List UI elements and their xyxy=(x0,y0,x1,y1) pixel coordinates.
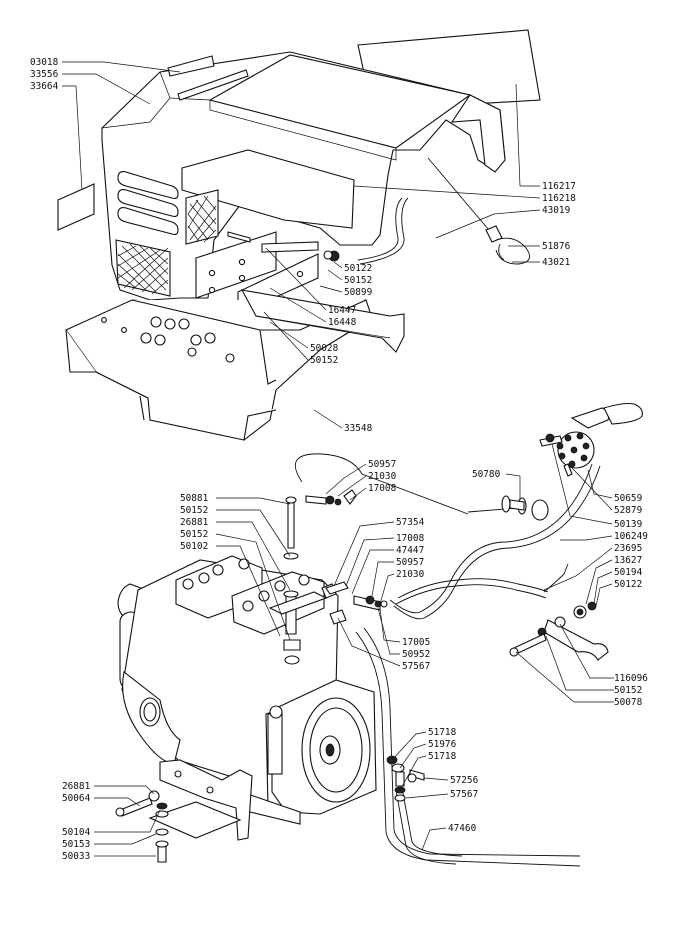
cable-clip xyxy=(427,157,531,265)
cable-end-top xyxy=(305,489,357,506)
label-50659: 50659 xyxy=(614,493,643,504)
label-50102: 50102 xyxy=(180,541,208,552)
label-51976: 51976 xyxy=(428,739,457,750)
control-cables xyxy=(294,453,601,867)
label-50957-top: 50957 xyxy=(368,459,396,470)
label-50122-top: 50122 xyxy=(344,263,372,274)
label-50780: 50780 xyxy=(472,469,501,480)
label-50104: 50104 xyxy=(62,827,91,838)
label-57354: 57354 xyxy=(396,517,425,528)
label-16448: 16448 xyxy=(328,317,357,328)
label-50957-mid: 50957 xyxy=(396,557,424,568)
label-47447: 47447 xyxy=(396,545,424,556)
label-23695: 23695 xyxy=(614,543,642,554)
engine-mount-bracket xyxy=(115,759,253,863)
label-50064: 50064 xyxy=(62,793,91,804)
label-33548: 33548 xyxy=(344,423,373,434)
label-43019: 43019 xyxy=(542,205,571,216)
label-16447: 16447 xyxy=(328,305,356,316)
label-43021: 43021 xyxy=(542,257,571,268)
lever-arm xyxy=(509,601,609,661)
hood-assembly xyxy=(57,29,541,301)
base-frame xyxy=(65,289,405,441)
label-17005: 17005 xyxy=(402,637,430,648)
label-51718-a: 51718 xyxy=(428,727,457,738)
label-50139: 50139 xyxy=(614,519,643,530)
label-50033: 50033 xyxy=(62,851,90,862)
label-13627: 13627 xyxy=(614,555,642,566)
label-50899: 50899 xyxy=(344,287,373,298)
label-17008-top: 17008 xyxy=(368,483,397,494)
label-50078: 50078 xyxy=(614,697,643,708)
label-50153: 50153 xyxy=(62,839,90,850)
label-17008-mid: 17008 xyxy=(396,533,425,544)
stud-50881 xyxy=(287,499,295,549)
label-33556: 33556 xyxy=(30,69,59,80)
label-50028: 50028 xyxy=(310,343,339,354)
label-50152-mid: 50152 xyxy=(310,355,338,366)
label-57567-bottom: 57567 xyxy=(450,789,478,800)
label-116217: 116217 xyxy=(542,181,576,192)
label-50952: 50952 xyxy=(402,649,430,660)
label-50152-b: 50152 xyxy=(180,529,208,540)
throttle-lever xyxy=(539,402,643,477)
label-50881: 50881 xyxy=(180,493,209,504)
label-57567-mid: 57567 xyxy=(402,661,430,672)
inner-panel xyxy=(181,149,355,229)
hood-side-flange xyxy=(450,94,506,173)
label-51876: 51876 xyxy=(542,241,571,252)
hood-decal-slot xyxy=(177,69,249,101)
choke-knob xyxy=(467,495,549,521)
label-21030-mid: 21030 xyxy=(396,569,425,580)
label-50122-right: 50122 xyxy=(614,579,642,590)
label-52879: 52879 xyxy=(614,505,643,516)
label-50194: 50194 xyxy=(614,567,643,578)
label-116218: 116218 xyxy=(542,193,576,204)
frame-holes xyxy=(101,316,235,363)
label-50152-top: 50152 xyxy=(344,275,372,286)
label-26881-top: 26881 xyxy=(180,517,209,528)
bolt-50064 xyxy=(119,797,153,817)
label-57256: 57256 xyxy=(450,775,479,786)
label-116096: 116096 xyxy=(614,673,648,684)
label-21030-top: 21030 xyxy=(368,471,397,482)
hood-vents xyxy=(117,171,179,236)
hood-decal-small xyxy=(167,55,215,77)
label-106249: 106249 xyxy=(614,531,648,542)
side-sticker xyxy=(57,183,95,231)
label-50152-a: 50152 xyxy=(180,505,208,516)
bolt-50078 xyxy=(513,633,547,655)
label-33664: 33664 xyxy=(30,81,59,92)
label-50152-right: 50152 xyxy=(614,685,642,696)
carb-linkage xyxy=(325,581,388,611)
label-51718-b: 51718 xyxy=(428,751,457,762)
leader-lines xyxy=(62,61,614,857)
label-03018: 03018 xyxy=(30,57,59,68)
front-grille xyxy=(115,239,171,297)
bolt-top xyxy=(227,231,251,243)
label-47460: 47460 xyxy=(448,823,477,834)
label-26881-bottom: 26881 xyxy=(62,781,91,792)
side-grille xyxy=(185,189,219,245)
part-labels: 03018 33556 33664 116217 116218 43019 51… xyxy=(30,57,648,862)
head-nuts xyxy=(182,558,310,612)
